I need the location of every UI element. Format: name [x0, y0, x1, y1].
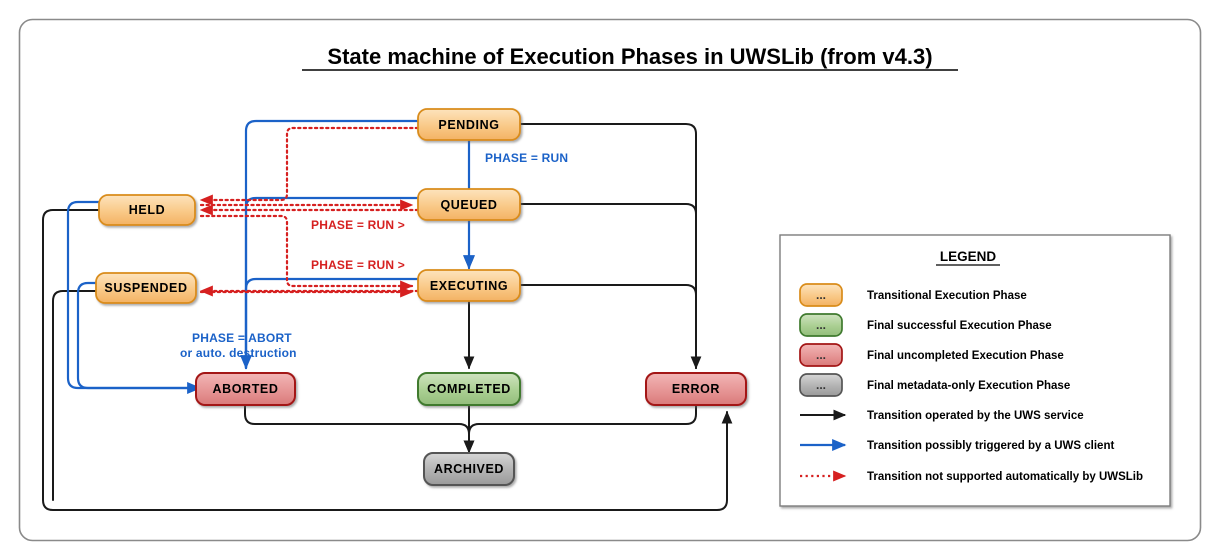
edge-aborted-to-archived	[244, 404, 475, 454]
legend-label-uncompleted: Final uncompleted Execution Phase	[867, 350, 1064, 362]
edge-held-to-executing-unsupported	[199, 214, 414, 292]
node-aborted[interactable]: ABORTED	[195, 372, 296, 406]
edge-error-to-archived	[463, 404, 697, 454]
legend-label-unsupported: Transition not supported automatically b…	[867, 471, 1143, 483]
legend-label-transitional: Transitional Execution Phase	[867, 290, 1027, 302]
edge-held-to-aborted-client	[66, 200, 202, 395]
legend-label-client: Transition possibly triggered by a UWS c…	[867, 440, 1114, 452]
node-queued[interactable]: QUEUED	[417, 188, 521, 221]
legend-swatch-placeholder: ...	[816, 318, 826, 332]
edge-held-to-outer-bottom	[42, 209, 733, 511]
node-executing-label: EXECUTING	[430, 279, 508, 293]
legend: LEGEND ... Transitional Execution Phase …	[779, 234, 1171, 507]
legend-label-successful: Final successful Execution Phase	[867, 320, 1052, 332]
edge-executing-to-error	[519, 284, 697, 369]
legend-item-transitional: ... Transitional Execution Phase	[799, 283, 1027, 307]
edge-suspended-to-aborted-client	[76, 281, 202, 390]
legend-title: LEGEND	[940, 249, 997, 264]
edge-pending-to-held-unsupported	[199, 126, 420, 206]
node-error-label: ERROR	[672, 382, 720, 396]
edge-label-abort-line2: or auto. destruction	[180, 346, 297, 360]
node-queued-label: QUEUED	[440, 198, 497, 212]
edge-executing-to-suspended-client	[244, 277, 420, 370]
legend-item-metadata-only: ... Final metadata-only Execution Phase	[799, 373, 1070, 397]
node-suspended-label: SUSPENDED	[104, 281, 187, 295]
edge-label-abort-line1: PHASE = ABORT	[192, 331, 292, 345]
legend-swatch-placeholder: ...	[816, 378, 826, 392]
legend-item-client: Transition possibly triggered by a UWS c…	[800, 438, 1114, 452]
page-title: State machine of Execution Phases in UWS…	[327, 44, 932, 69]
node-executing[interactable]: EXECUTING	[417, 269, 521, 302]
legend-item-unsupported: Transition not supported automatically b…	[800, 470, 1143, 483]
node-archived[interactable]: ARCHIVED	[423, 452, 515, 486]
edge-queued-to-error	[519, 203, 697, 369]
node-pending-label: PENDING	[438, 118, 499, 132]
legend-item-service: Transition operated by the UWS service	[800, 409, 1084, 422]
edge-pending-to-aborted-client	[239, 119, 420, 370]
node-aborted-label: ABORTED	[212, 382, 278, 396]
edge-label-held-to-queued: PHASE = RUN >	[311, 218, 405, 232]
node-completed-label: COMPLETED	[427, 382, 511, 396]
node-held-label: HELD	[129, 203, 165, 217]
legend-item-successful: ... Final successful Execution Phase	[799, 313, 1052, 337]
edge-suspended-to-outer-bottom	[52, 290, 97, 501]
node-suspended[interactable]: SUSPENDED	[95, 272, 197, 304]
edge-pending-to-error	[519, 123, 702, 370]
edge-label-suspended-to-executing: PHASE = RUN >	[311, 258, 405, 272]
legend-label-service: Transition operated by the UWS service	[867, 410, 1084, 422]
legend-swatch-placeholder: ...	[816, 348, 826, 362]
edge-label-pending-to-queued: PHASE = RUN	[485, 151, 568, 165]
node-pending[interactable]: PENDING	[417, 108, 521, 141]
node-completed[interactable]: COMPLETED	[417, 372, 521, 406]
legend-item-uncompleted: ... Final uncompleted Execution Phase	[799, 343, 1064, 367]
node-error[interactable]: ERROR	[645, 372, 747, 406]
node-held[interactable]: HELD	[98, 194, 196, 226]
legend-swatch-placeholder: ...	[816, 288, 826, 302]
legend-label-metadata-only: Final metadata-only Execution Phase	[867, 380, 1070, 392]
node-archived-label: ARCHIVED	[434, 462, 504, 476]
